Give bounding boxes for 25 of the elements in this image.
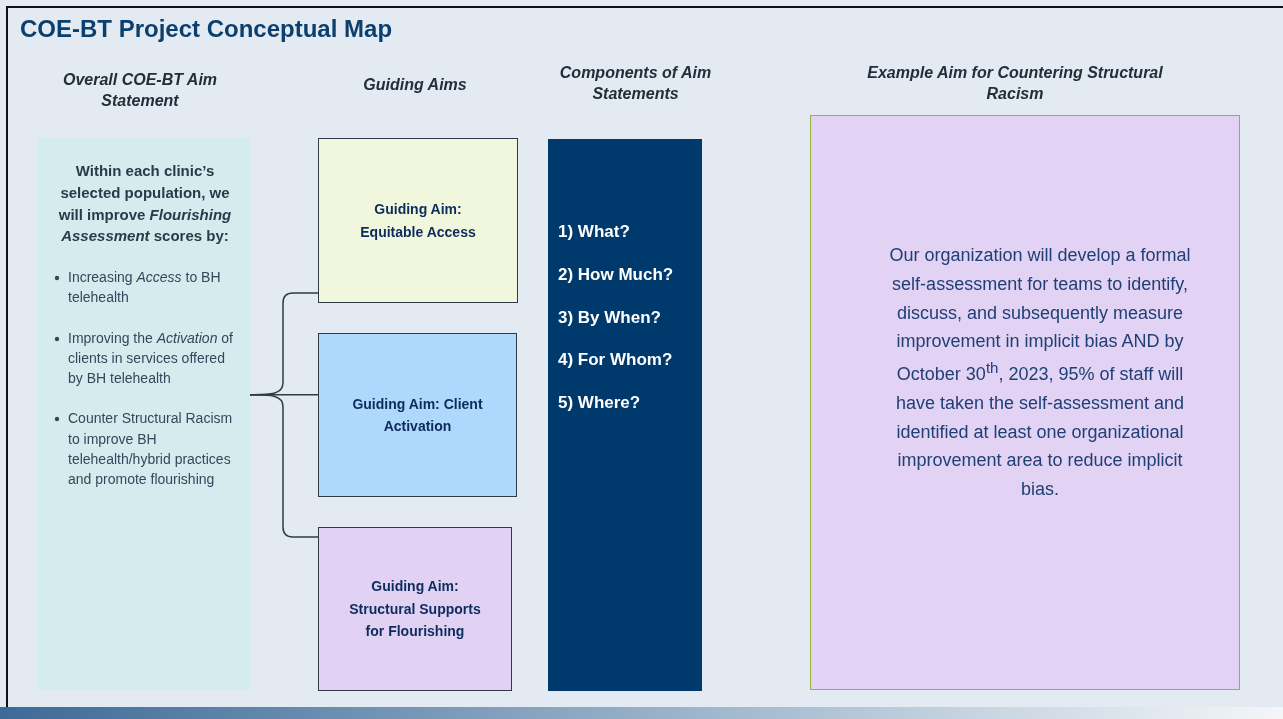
question-item: 1) What? [558,221,631,243]
example-aim-box [810,115,1240,690]
guiding-aim-box [318,138,518,303]
column-heading: Guiding Aims [362,75,468,95]
aim-text: Our organization will develop a formal self-assessment for teams to identify, discuss, and subsequently measure improvement in implicit bias AND by October 30$^{th}$, 2023, 95% of staff will have taken the self-assessment and identified at least one organizational improvement area to reduce implicit bias. [888,243,1192,502]
box-label: Guiding Aim: Equitable Access [359,200,477,242]
box-label: Guiding Aim: Structural Supports for Flourishing [348,577,482,642]
question-item: 2) How Much? [558,263,675,286]
bullet-item: Improving the Activation of clients in services offered by BH telehealth [52,327,238,389]
column-heading: Example Aim for Countering Structural Racism [866,63,1164,104]
aim-statement-panel [38,138,250,690]
bullet-item: Increasing Access to BH telehealth [52,267,238,308]
components-panel [548,139,702,691]
aim-statement-text: Within each clinic’s selected population, we will improve Flourishing Assessment scores by: [57,161,233,247]
guiding-aim-box [318,333,517,497]
box-label: Guiding Aim: Client Activation [351,394,484,436]
question-item: 5) Where? [558,392,642,414]
question-item: 3) By When? [558,306,662,329]
question-item: 4) For Whom? [558,349,674,372]
brace-connector [249,393,319,538]
slide-title: COE-BT Project Conceptual Map [20,15,393,43]
guiding-aim-box [318,527,512,691]
bullet-item: Counter Structural Racism to improve BH telehealth/hybrid practices and promote flourishing [52,408,238,490]
column-heading: Components of Aim Statements [558,63,713,104]
column-heading: Overall COE-BT Aim Statement [61,70,219,111]
